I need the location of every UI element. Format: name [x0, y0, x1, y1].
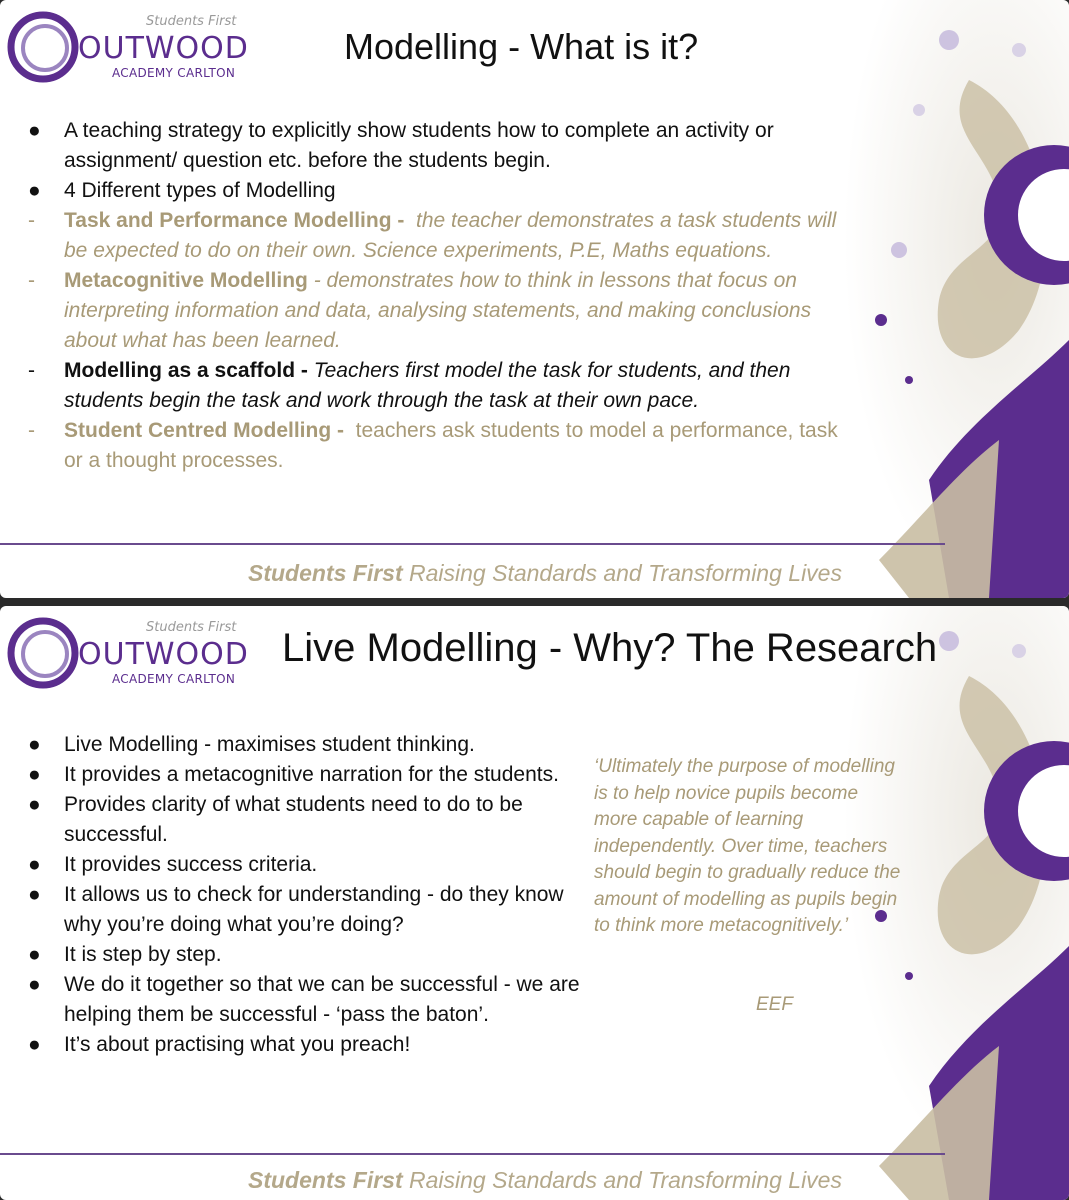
- bullet-marker: ●: [28, 943, 41, 966]
- bullet-text: It provides success criteria.: [64, 853, 318, 876]
- list-item: ● It allows us to check for understanding…: [24, 880, 584, 940]
- logo-school-name: ACADEMY CARLTON: [112, 66, 236, 80]
- bullet-text: It provides a metacognitive narration fo…: [64, 763, 559, 786]
- slide-title: Modelling - What is it?: [344, 26, 699, 67]
- slide-footer: Students First Raising Standards and Tra…: [248, 560, 842, 587]
- slide-what-is-modelling: Students First OUTWOOD ACADEMY CARLTON M…: [0, 0, 1069, 598]
- footer-divider: [0, 543, 945, 545]
- bullet-marker: ●: [28, 119, 41, 142]
- outwood-logo: Students First OUTWOOD ACADEMY CARLTON: [6, 614, 248, 694]
- item-body: Teachers first model the task for studen…: [64, 359, 791, 412]
- bullet-marker: ●: [28, 179, 41, 202]
- dash-marker: -: [28, 209, 35, 232]
- logo-brand-name: OUTWOOD: [78, 31, 249, 66]
- logo-ring-icon: [7, 11, 79, 83]
- footer-strong-text: Students First: [248, 560, 403, 586]
- dash-marker: -: [28, 419, 35, 442]
- dash-marker: -: [28, 359, 35, 382]
- list-item: - Metacognitive Modelling - demonstrates…: [24, 266, 854, 356]
- slide-title: Live Modelling - Why? The Research: [282, 626, 938, 670]
- list-item: - Task and Performance Modelling - the t…: [24, 206, 854, 266]
- list-item: ● It provides a metacognitive narration f…: [24, 760, 584, 790]
- list-item: ● We do it together so that we can be suc…: [24, 970, 584, 1030]
- slide-content: ● Live Modelling - maximises student thin…: [24, 730, 584, 1060]
- list-item: ● A teaching strategy to explicitly show…: [24, 116, 854, 176]
- bullet-text: Live Modelling - maximises student think…: [64, 733, 475, 756]
- quote-source: EEF: [756, 994, 793, 1015]
- bullet-text: Provides clarity of what students need t…: [64, 793, 523, 846]
- item-heading: Student Centred Modelling -: [64, 419, 344, 442]
- list-item: ● It is step by step.: [24, 940, 584, 970]
- item-body: the teacher demonstrates a task students…: [64, 209, 837, 262]
- list-item: ● It provides success criteria.: [24, 850, 584, 880]
- bullet-marker: ●: [28, 883, 41, 906]
- bullet-marker: ●: [28, 853, 41, 876]
- footer-text: Raising Standards and Transforming Lives: [409, 1167, 842, 1193]
- bullet-text: A teaching strategy to explicitly show s…: [64, 119, 774, 172]
- bullet-text: 4 Different types of Modelling: [64, 179, 336, 202]
- list-item: - Student Centred Modelling - teachers a…: [24, 416, 854, 476]
- footer-strong-text: Students First: [248, 1167, 403, 1193]
- slide-content: ● A teaching strategy to explicitly show…: [24, 116, 854, 476]
- research-quote: ‘Ultimately the purpose of modelling is …: [594, 756, 901, 936]
- slide-live-modelling-research: Students First OUTWOOD ACADEMY CARLTON L…: [0, 606, 1069, 1200]
- outwood-logo: Students First OUTWOOD ACADEMY CARLTON: [6, 8, 248, 88]
- footer-divider: [0, 1153, 945, 1155]
- bullet-marker: ●: [28, 763, 41, 786]
- item-body: teachers ask students to model a perform…: [64, 419, 838, 472]
- list-item: - Modelling as a scaffold - Teachers fir…: [24, 356, 854, 416]
- paint-splash-decoration: [819, 0, 1069, 598]
- logo-tagline: Students First: [146, 620, 237, 635]
- item-body: - demonstrates how to think in lessons t…: [64, 269, 812, 352]
- slide-footer: Students First Raising Standards and Tra…: [248, 1167, 842, 1194]
- bullet-text: It is step by step.: [64, 943, 222, 966]
- bullet-text: It’s about practising what you preach!: [64, 1033, 411, 1056]
- list-item: ● It’s about practising what you preach!: [24, 1030, 584, 1060]
- bullet-marker: ●: [28, 733, 41, 756]
- footer-text: Raising Standards and Transforming Lives: [409, 560, 842, 586]
- bullet-marker: ●: [28, 1033, 41, 1056]
- item-heading: Task and Performance Modelling -: [64, 209, 405, 232]
- list-item: ● Provides clarity of what students need …: [24, 790, 584, 850]
- bullet-text: It allows us to check for understanding …: [64, 883, 564, 936]
- item-heading: Modelling as a scaffold -: [64, 359, 308, 382]
- logo-school-name: ACADEMY CARLTON: [112, 672, 236, 686]
- item-heading: Metacognitive Modelling: [64, 269, 308, 292]
- list-item: ● 4 Different types of Modelling: [24, 176, 854, 206]
- list-item: ● Live Modelling - maximises student thin…: [24, 730, 584, 760]
- bullet-marker: ●: [28, 973, 41, 996]
- logo-tagline: Students First: [146, 14, 237, 29]
- dash-marker: -: [28, 269, 35, 292]
- bullet-marker: ●: [28, 793, 41, 816]
- logo-brand-name: OUTWOOD: [78, 637, 249, 672]
- bullet-text: We do it together so that we can be succ…: [64, 973, 580, 1026]
- logo-ring-icon: [7, 617, 79, 689]
